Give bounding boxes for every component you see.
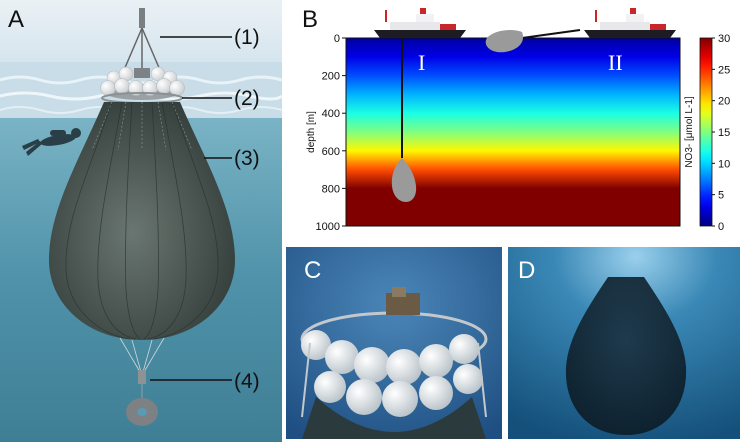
flotation-ring bbox=[100, 66, 185, 104]
deployment-label-ii: II bbox=[608, 50, 623, 75]
y-tick-label: 600 bbox=[322, 146, 340, 158]
deployment-ii-bag bbox=[485, 29, 581, 53]
mesocosm-bag bbox=[49, 101, 235, 340]
component-callouts: (1) (2) (3) (4) bbox=[150, 26, 260, 393]
mesocosm-illustration: (1) (2) (3) (4) bbox=[0, 0, 283, 442]
panel-c-photo: C bbox=[286, 247, 502, 439]
research-vessel-left-icon bbox=[374, 8, 466, 38]
panel-a-illustration: (1) (2) (3) (4) A bbox=[0, 0, 283, 442]
y-axis-title: depth [m] bbox=[306, 111, 317, 153]
y-tick-label: 0 bbox=[334, 33, 340, 45]
panel-b-chart: I II 0 200 400 600 800 1000 depth [m] 0 5 10 15 2… bbox=[290, 0, 743, 240]
panel-letter-a: A bbox=[8, 6, 25, 33]
y-tick-label: 800 bbox=[322, 183, 340, 195]
label-4: (4) bbox=[234, 370, 260, 393]
deployment-label-i: I bbox=[418, 50, 425, 75]
colorbar-ticks: 0 5 10 15 20 25 30 bbox=[712, 33, 730, 233]
research-vessel-right-icon bbox=[584, 8, 676, 38]
sediment-trap-weight bbox=[126, 370, 158, 426]
flotation-frame-top bbox=[123, 8, 161, 71]
colorbar-tick-label: 30 bbox=[718, 33, 730, 45]
heatmap-area bbox=[346, 38, 680, 226]
underwater-bag-photo bbox=[508, 247, 740, 439]
colorbar-tick-label: 0 bbox=[718, 221, 724, 233]
label-3: (3) bbox=[234, 147, 260, 170]
diver-icon bbox=[22, 128, 81, 156]
colorbar-tick-label: 20 bbox=[718, 96, 730, 108]
nitrate-depth-chart: I II 0 200 400 600 800 1000 depth [m] 0 5 10 15 2… bbox=[306, 8, 730, 233]
y-tick-label: 200 bbox=[322, 71, 340, 83]
colorbar-title: NO3- [μmol L-1] bbox=[684, 96, 695, 168]
colorbar-tick-label: 25 bbox=[718, 64, 730, 76]
label-1: (1) bbox=[234, 26, 260, 49]
deployment-i-bag bbox=[391, 38, 417, 202]
colorbar bbox=[699, 37, 713, 227]
y-tick-label: 1000 bbox=[316, 221, 340, 233]
y-axis-ticks: 0 200 400 600 800 1000 bbox=[316, 33, 346, 233]
colorbar-tick-label: 10 bbox=[718, 158, 730, 170]
y-tick-label: 400 bbox=[322, 108, 340, 120]
label-2: (2) bbox=[234, 87, 260, 110]
panel-letter-d: D bbox=[518, 257, 536, 284]
flotation-frame-photo bbox=[286, 247, 502, 439]
colorbar-tick-label: 15 bbox=[718, 127, 730, 139]
colorbar-tick-label: 5 bbox=[718, 190, 724, 202]
panel-letter-c: C bbox=[304, 257, 322, 284]
panel-d-photo: D bbox=[508, 247, 740, 439]
panel-letter-b: B bbox=[302, 6, 319, 33]
